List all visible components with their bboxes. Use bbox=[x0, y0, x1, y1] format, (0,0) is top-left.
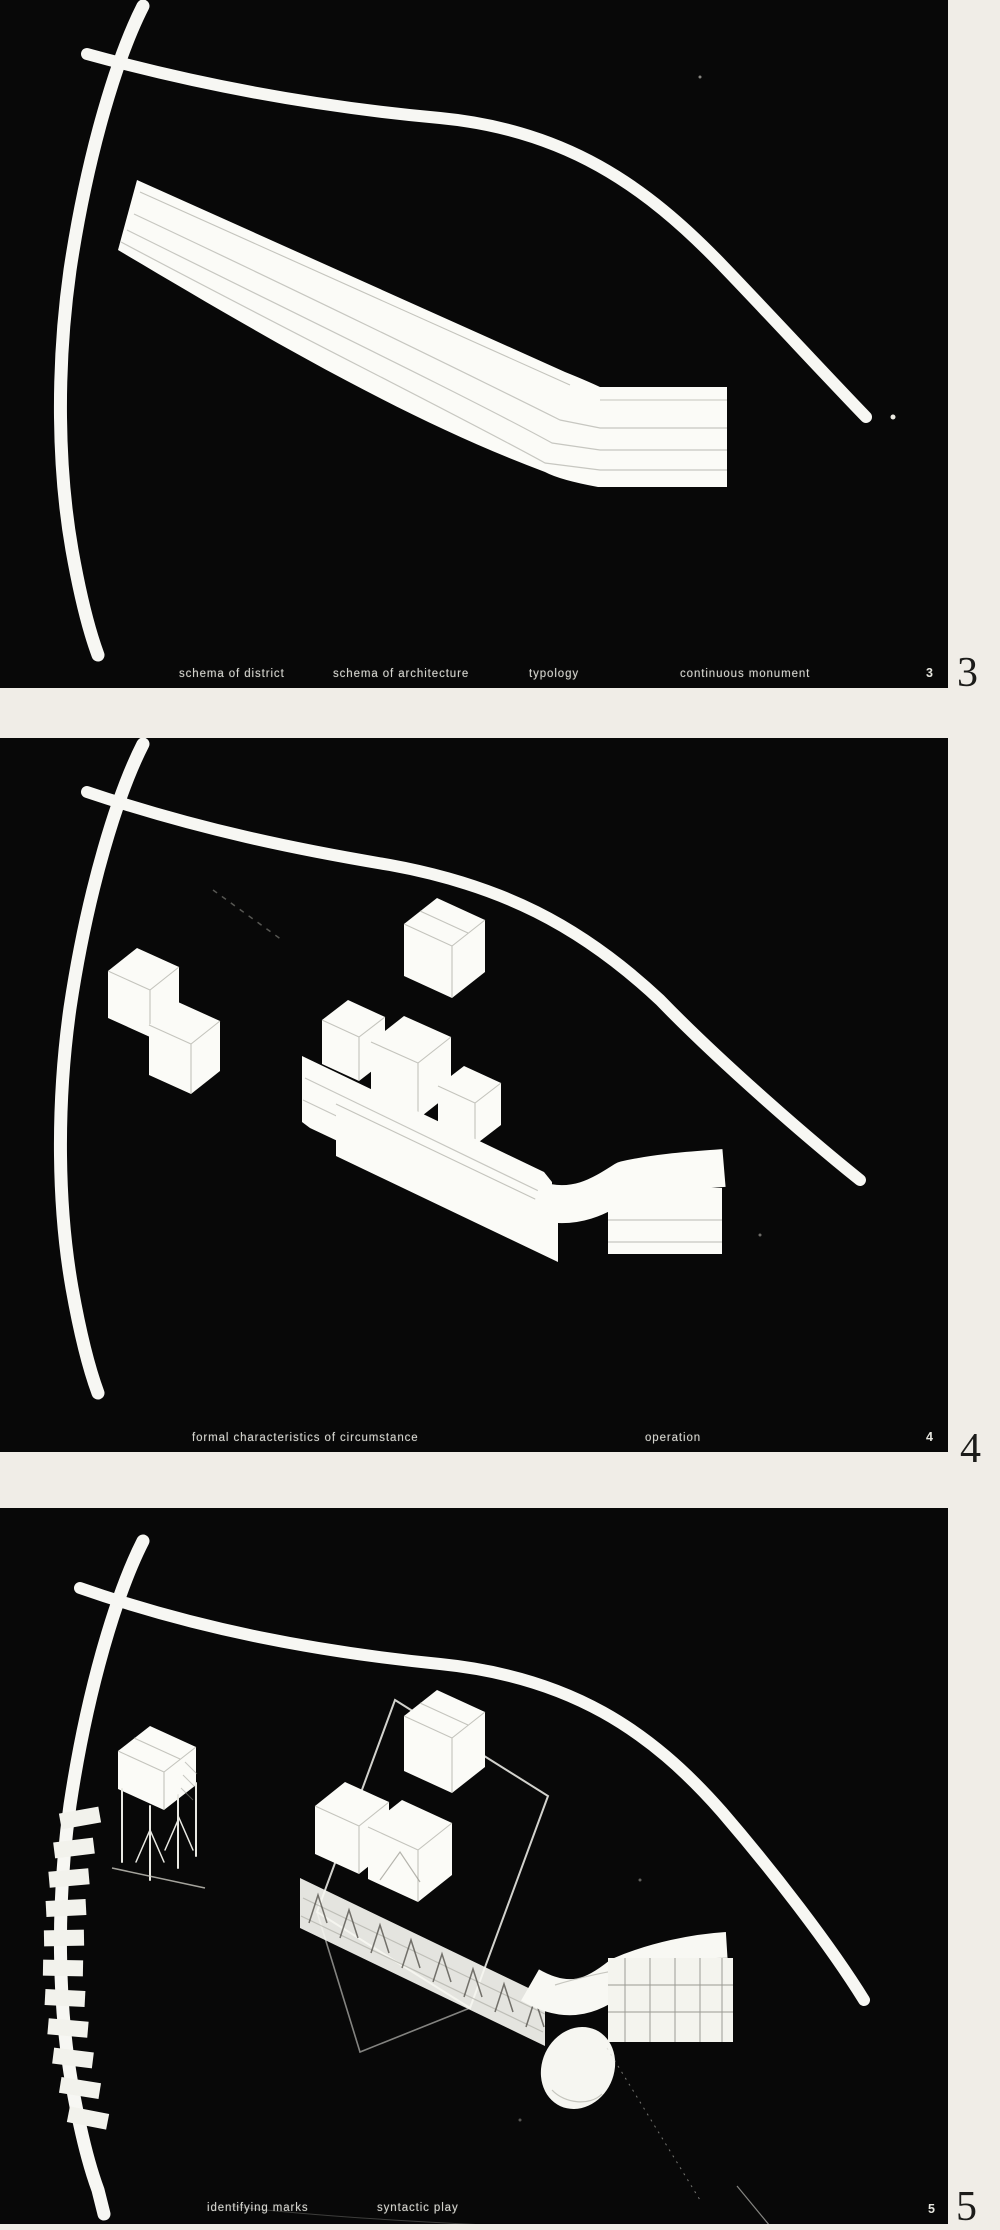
figure-3-drawing bbox=[53, 0, 896, 662]
figure-5-drawing bbox=[42, 1534, 870, 2224]
dashed-trace bbox=[212, 889, 283, 941]
speck bbox=[758, 1233, 762, 1237]
rounded-corner-volume bbox=[540, 2027, 616, 2109]
ladder-strip bbox=[42, 1806, 110, 2130]
figure-number-5: 5 bbox=[956, 2184, 977, 2230]
inner-figure-number-3: 3 bbox=[926, 666, 933, 680]
road-arc-left bbox=[53, 0, 150, 662]
figure-number-4: 4 bbox=[960, 1426, 981, 1472]
gable-cube-on-road bbox=[403, 1690, 486, 1793]
caption-continuous-monument: continuous monument bbox=[680, 668, 811, 680]
framed-pavilion bbox=[111, 1726, 206, 1889]
figure-3-panel bbox=[0, 0, 948, 688]
caption-schema-of-district: schema of district bbox=[179, 668, 285, 680]
caption-typology: typology bbox=[529, 668, 580, 680]
caption-operation: operation bbox=[645, 1432, 702, 1444]
continuous-monument-bar bbox=[118, 180, 727, 487]
figure-4-panel bbox=[0, 738, 948, 1452]
figure-5-panel bbox=[0, 1508, 948, 2224]
caption-identifying-marks: identifying marks bbox=[207, 2202, 309, 2214]
figure-4-drawing bbox=[53, 738, 866, 1400]
inner-figure-number-5: 5 bbox=[928, 2202, 935, 2216]
road-top bbox=[81, 786, 866, 1186]
caption-syntactic-play: syntactic play bbox=[377, 2202, 459, 2214]
end-block bbox=[608, 1188, 722, 1254]
road-arc-left bbox=[53, 738, 150, 1400]
glazed-end-block bbox=[608, 1958, 733, 2042]
scratches bbox=[229, 1878, 770, 2224]
caption-formal-characteristics: formal characteristics of circumstance bbox=[192, 1432, 419, 1444]
specks bbox=[698, 75, 896, 420]
gable-cube-on-road bbox=[403, 898, 486, 998]
inner-figure-number-4: 4 bbox=[926, 1430, 933, 1444]
dark-trusses bbox=[308, 1892, 545, 2028]
figure-number-3: 3 bbox=[957, 650, 978, 696]
plinth-bars bbox=[302, 1056, 559, 1262]
caption-schema-of-architecture: schema of architecture bbox=[333, 668, 470, 680]
road-top bbox=[81, 48, 872, 423]
bend-connector bbox=[529, 1149, 726, 1224]
detached-cube-pair bbox=[107, 948, 221, 1094]
gabled-blocks bbox=[314, 1782, 453, 1902]
road-top bbox=[74, 1582, 870, 2006]
block-cluster bbox=[321, 1000, 502, 1145]
truss-band bbox=[300, 1878, 546, 2046]
